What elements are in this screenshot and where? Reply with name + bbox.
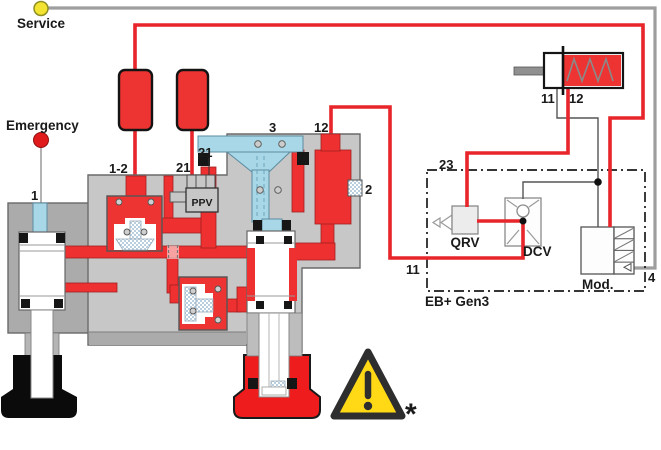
reservoir-capsule-2 bbox=[175, 68, 210, 132]
chamber-port-12-label: 12 bbox=[569, 91, 583, 106]
supply-line bbox=[133, 23, 645, 227]
relay-emergency-valve bbox=[1, 133, 363, 419]
line-11-label: 11 bbox=[406, 262, 420, 277]
reservoir-capsule-1 bbox=[117, 68, 154, 132]
exhaust-icon bbox=[431, 216, 441, 229]
chamber-port-11-label: 11 bbox=[541, 91, 555, 106]
qrv-valve bbox=[431, 205, 479, 235]
port-23-label: 23 bbox=[439, 157, 453, 172]
dcv-junction-dot bbox=[519, 217, 527, 225]
gallery-break bbox=[167, 245, 179, 260]
service-label: Service bbox=[17, 16, 66, 31]
port12-line bbox=[329, 105, 525, 260]
port-21-ppv-label: 21 bbox=[198, 145, 212, 160]
spring-icon bbox=[566, 56, 614, 84]
port-3-label: 3 bbox=[269, 120, 276, 135]
lower-diaphragm-valve bbox=[178, 276, 228, 331]
dcv-label: DCV bbox=[523, 244, 552, 259]
emergency-line bbox=[33, 132, 49, 204]
red-lines bbox=[133, 23, 645, 260]
mod-exhaust-icon bbox=[622, 262, 632, 272]
modulator bbox=[580, 226, 635, 275]
port-12-label: 12 bbox=[314, 120, 328, 135]
chamber12-line bbox=[465, 86, 570, 207]
ppv-label: PPV bbox=[191, 197, 212, 209]
left-piston bbox=[1, 202, 77, 418]
center-piston bbox=[197, 135, 321, 419]
upper-diaphragm-valve bbox=[106, 195, 163, 252]
emergency-label: Emergency bbox=[6, 118, 79, 133]
port-21-label: 21 bbox=[176, 160, 190, 175]
pilot-lines bbox=[522, 87, 602, 227]
port-1-label: 1 bbox=[31, 188, 38, 203]
port-2-plug bbox=[347, 179, 363, 197]
port-1-2-label: 1-2 bbox=[109, 161, 128, 176]
spring-brake-chamber bbox=[513, 46, 625, 95]
warning-triangle-icon bbox=[330, 348, 406, 420]
emergency-coupling-icon bbox=[33, 132, 49, 148]
port-4-label: 4 bbox=[648, 270, 656, 285]
ebs-box-label: EB+ Gen3 bbox=[425, 294, 490, 309]
qrv-label: QRV bbox=[450, 235, 479, 250]
check-ball-icon bbox=[516, 204, 530, 218]
ebs-enclosure bbox=[426, 169, 646, 292]
port-2-label: 2 bbox=[365, 182, 372, 197]
warning-footnote: * bbox=[405, 398, 417, 431]
ppv-valve bbox=[169, 158, 219, 213]
service-coupling-icon bbox=[33, 0, 49, 17]
push-rod bbox=[513, 66, 546, 76]
junction-dot bbox=[594, 178, 602, 186]
mod-label: Mod. bbox=[582, 277, 614, 292]
